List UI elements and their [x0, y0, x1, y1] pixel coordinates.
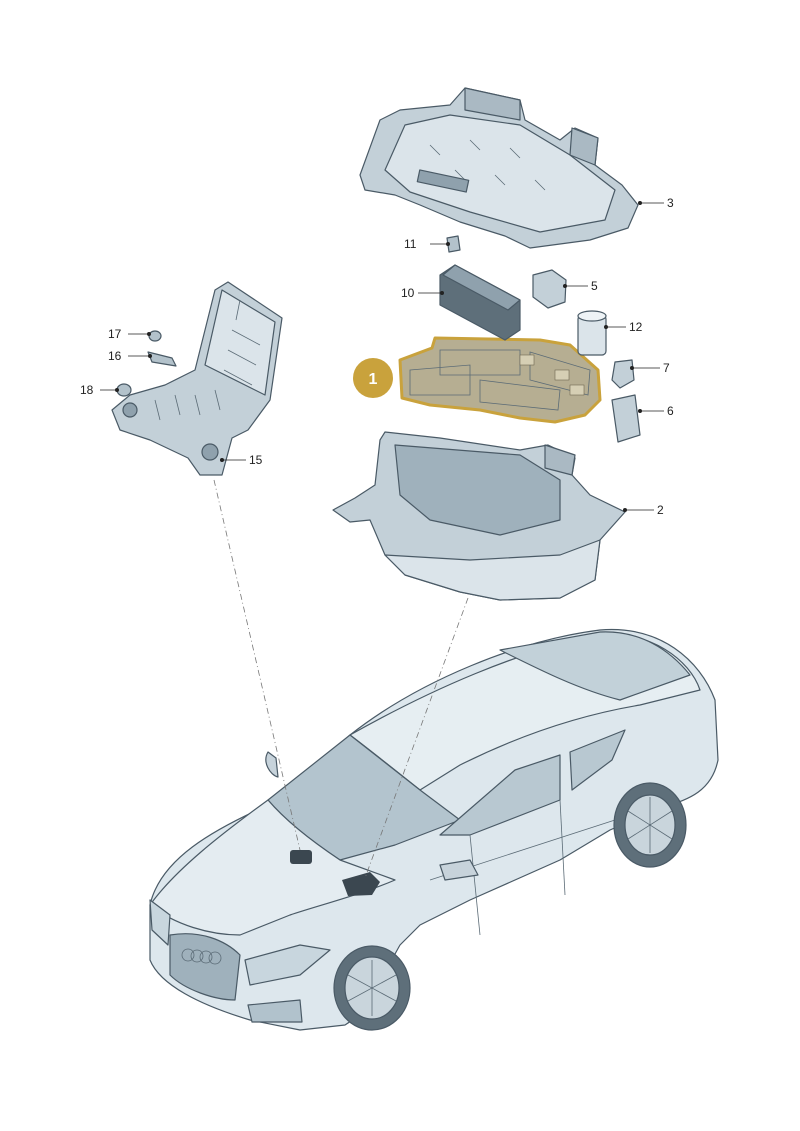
- part-10-relay-module: [439, 264, 521, 341]
- callout-2: 2: [657, 503, 664, 517]
- part-15-bracket: [111, 281, 283, 476]
- callout-11: 11: [404, 237, 417, 251]
- callout-3: 3: [667, 196, 674, 210]
- callout-12: 12: [629, 320, 643, 334]
- location-leader-lines: [213, 479, 469, 879]
- callout-15: 15: [249, 453, 263, 467]
- part-18-nut: [116, 383, 132, 397]
- callout-18: 18: [80, 383, 94, 397]
- part-17-nut: [148, 330, 162, 342]
- callout-leaders: [100, 201, 664, 512]
- callout-16: 16: [108, 349, 122, 363]
- rear-wheel: [613, 782, 687, 868]
- callout-6: 6: [667, 404, 674, 418]
- callout-5: 5: [591, 279, 598, 293]
- part-12-capacitor: [577, 310, 607, 356]
- location-marker-left: [290, 850, 312, 864]
- badge-circle: [353, 358, 393, 398]
- callout-1-badge: 1: [353, 358, 393, 398]
- callout-17: 17: [108, 327, 122, 341]
- part-3-cover: [359, 87, 639, 249]
- part-6-bracket: [611, 394, 641, 443]
- grille-rings: [181, 948, 222, 965]
- part-5-relay: [532, 269, 567, 309]
- callout-7: 7: [663, 361, 670, 375]
- callout-10: 10: [401, 286, 415, 300]
- part-2-housing: [332, 431, 626, 601]
- part-7-fuse: [611, 359, 635, 389]
- front-wheel: [333, 945, 411, 1031]
- part-1-fuse-carrier: [398, 336, 602, 424]
- callout-1: 1: [369, 371, 378, 388]
- part-16-clip: [147, 351, 177, 367]
- location-marker-right: [342, 872, 380, 896]
- car-illustration: [149, 628, 719, 1031]
- part-11-fuse: [446, 235, 461, 253]
- callout-labels: 3 11 10 5 12 7 6 2 15 17 16 18: [80, 196, 674, 517]
